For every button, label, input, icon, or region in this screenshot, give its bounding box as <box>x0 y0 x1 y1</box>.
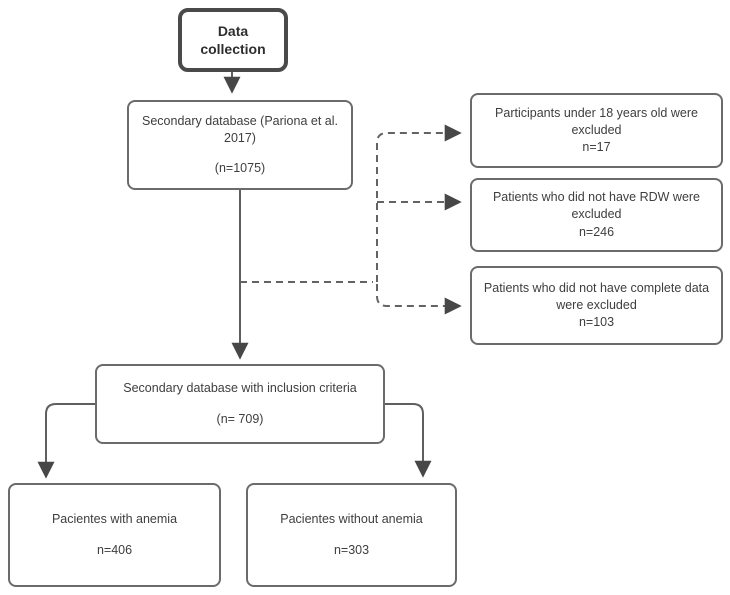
node-excluded-age-label: Participants under 18 years old were exc… <box>495 105 698 137</box>
node-excluded-rdw: Patients who did not have RDW were exclu… <box>470 178 723 252</box>
node-with-anemia: Pacientes with anemia n=406 <box>8 483 221 587</box>
node-excluded-rdw-label: Patients who did not have RDW were exclu… <box>492 190 701 222</box>
node-inclusion-database-count: (n= 709) <box>216 411 264 426</box>
node-excluded-incomplete: Patients who did not have complete data … <box>470 266 723 345</box>
node-excluded-incomplete-label: Patients who did not have complete data … <box>483 280 710 312</box>
node-without-anemia-count: n=303 <box>333 542 370 557</box>
dashed-arrow-excluded-age <box>376 124 462 282</box>
node-source-database-label: Secondary database (Pariona et al. 2017) <box>142 113 338 145</box>
node-data-collection: Data collection <box>178 8 288 72</box>
node-data-collection-label: Data collection <box>200 22 266 57</box>
node-with-anemia-count: n=406 <box>96 542 133 557</box>
node-inclusion-database-label: Secondary database with inclusion criter… <box>123 381 357 396</box>
arrow-inclusion-to-noanemia <box>385 403 432 478</box>
dashed-arrow-excluded-incomplete <box>376 284 462 315</box>
node-source-database: Secondary database (Pariona et al. 2017)… <box>127 100 353 190</box>
node-inclusion-database: Secondary database with inclusion criter… <box>95 364 385 444</box>
node-excluded-incomplete-count: n=103 <box>578 315 615 330</box>
node-excluded-rdw-count: n=246 <box>578 224 615 239</box>
node-without-anemia: Pacientes without anemia n=303 <box>246 483 457 587</box>
node-with-anemia-label: Pacientes with anemia <box>51 512 178 527</box>
node-without-anemia-label: Pacientes without anemia <box>280 512 423 527</box>
node-excluded-age-count: n=17 <box>582 140 611 155</box>
node-source-database-count: (n=1075) <box>214 161 266 176</box>
arrow-inclusion-to-anemia <box>37 403 95 479</box>
node-excluded-age: Participants under 18 years old were exc… <box>470 93 723 168</box>
